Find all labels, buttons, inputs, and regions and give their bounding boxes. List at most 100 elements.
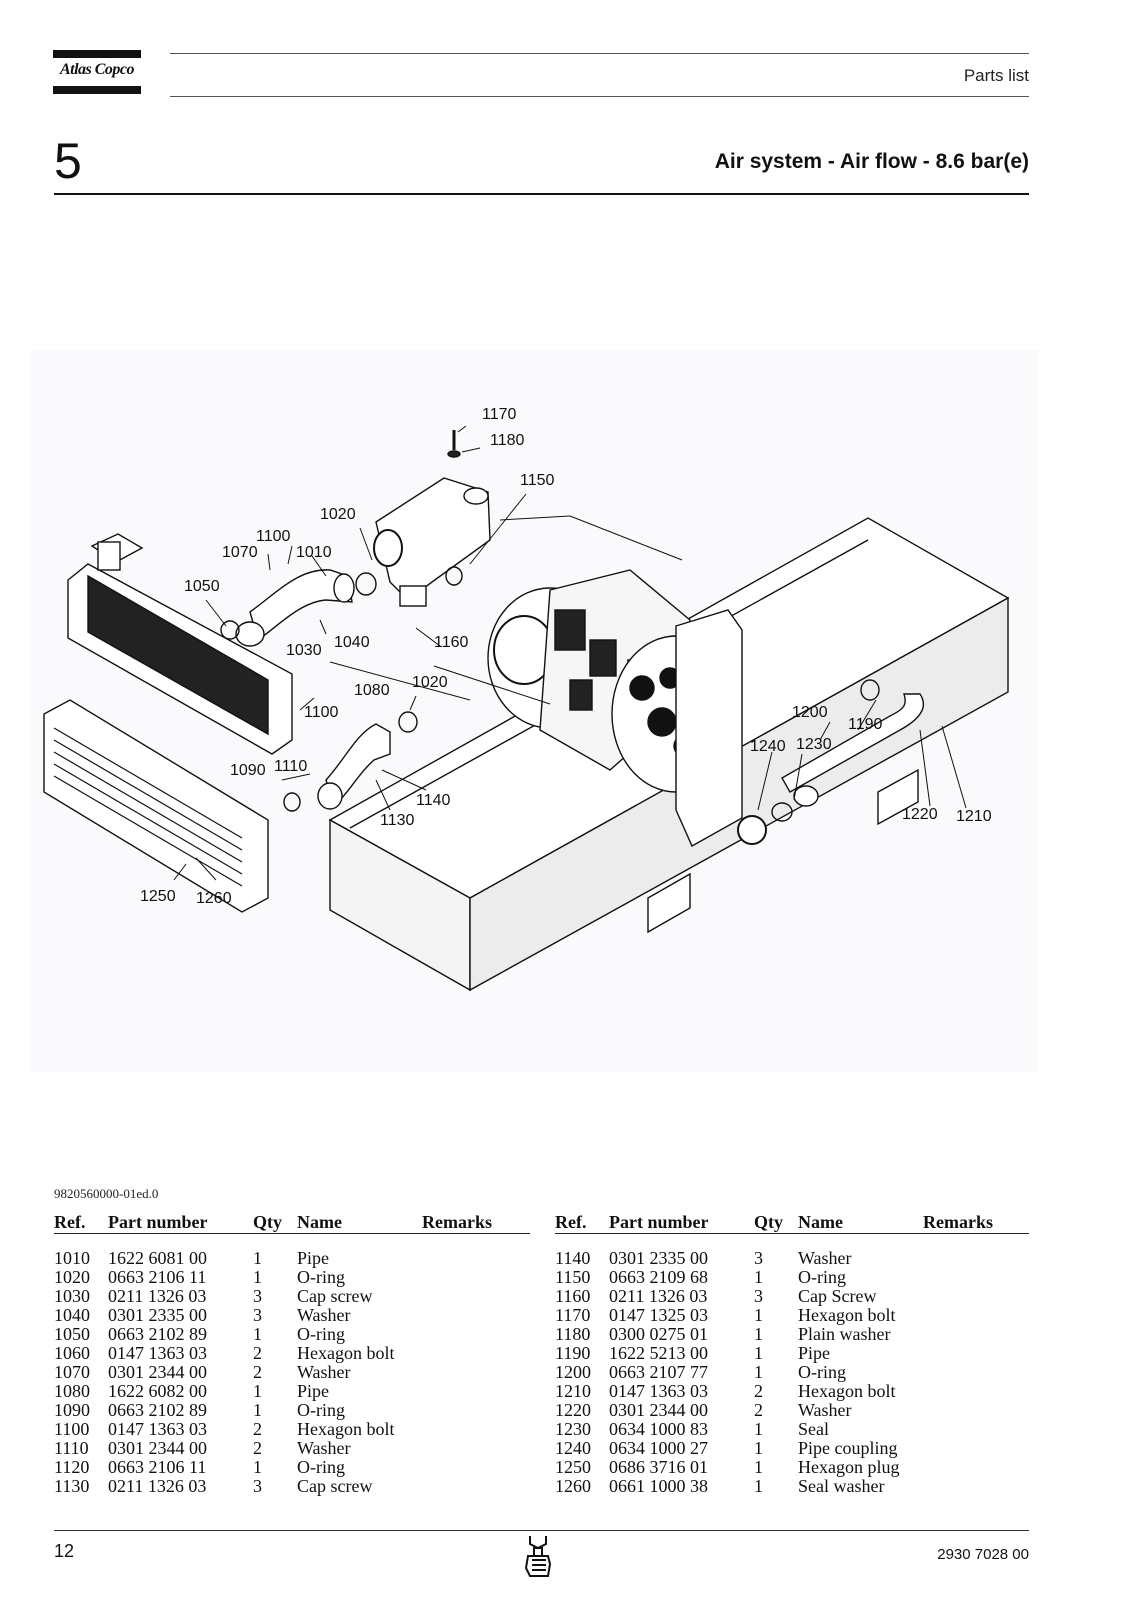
ref-cell: 1140 <box>555 1248 591 1268</box>
ref-cell: 1250 <box>555 1457 591 1477</box>
part-number-cell: 0211 1326 03 <box>108 1286 207 1306</box>
logo-bottom-bar <box>53 86 141 94</box>
name-cell: Washer <box>297 1305 351 1325</box>
header-rule-top <box>170 53 1029 54</box>
name-cell: Washer <box>798 1248 852 1268</box>
ref-cell: 1050 <box>54 1324 90 1344</box>
header-part-number: Part number <box>609 1212 709 1232</box>
callout-1230: 1230 <box>796 736 832 753</box>
page-number: 12 <box>54 1541 75 1561</box>
wrench-hand-icon <box>524 1536 552 1577</box>
name-cell: O-ring <box>297 1267 345 1287</box>
callout-1150: 1150 <box>520 472 555 489</box>
callout-1200: 1200 <box>792 704 828 721</box>
ref-cell: 1210 <box>555 1381 591 1401</box>
callout-1240: 1240 <box>750 738 786 755</box>
part-number-cell: 1622 5213 00 <box>609 1343 708 1363</box>
table-header: Ref. Part number Qty Name Remarks <box>54 1212 530 1234</box>
ref-cell: 1090 <box>54 1400 90 1420</box>
section-title: Air system - Air flow - 8.6 bar(e) <box>714 150 1029 173</box>
document-reference: 9820560000-01ed.0 <box>54 1186 159 1201</box>
name-cell: Washer <box>297 1438 351 1458</box>
callout-1180: 1180 <box>490 432 525 449</box>
name-cell: O-ring <box>297 1324 345 1344</box>
ref-cell: 1070 <box>54 1362 90 1382</box>
part-number-cell: 0211 1326 03 <box>108 1476 207 1496</box>
document-number: 2930 7028 00 <box>937 1546 1029 1563</box>
qty-cell: 1 <box>754 1476 763 1496</box>
name-cell: Pipe coupling <box>798 1438 898 1458</box>
callout-1040: 1040 <box>334 634 370 651</box>
name-cell: Washer <box>798 1400 852 1420</box>
qty-cell: 1 <box>253 1267 262 1287</box>
part-number-cell: 0147 1325 03 <box>609 1305 708 1325</box>
qty-cell: 1 <box>754 1324 763 1344</box>
header-name: Name <box>798 1212 843 1232</box>
part-number-cell: 0686 3716 01 <box>609 1457 708 1477</box>
part-number-cell: 0663 2102 89 <box>108 1400 207 1420</box>
part-number-cell: 0634 1000 27 <box>609 1438 708 1458</box>
ref-cell: 1040 <box>54 1305 90 1325</box>
name-cell: Cap screw <box>297 1286 373 1306</box>
qty-cell: 1 <box>253 1400 262 1420</box>
exploded-view-drawing: 1170 1180 1150 1020 1100 1070 1010 1050 … <box>30 350 1038 1072</box>
ref-cell: 1180 <box>555 1324 591 1344</box>
callout-1050: 1050 <box>184 578 220 595</box>
ref-cell: 1150 <box>555 1267 591 1287</box>
qty-cell: 3 <box>754 1286 763 1306</box>
header-rule-bottom <box>170 96 1029 97</box>
atlas-copco-logo: Atlas Copco <box>53 50 141 94</box>
qty-cell: 1 <box>253 1248 262 1268</box>
qty-cell: 2 <box>253 1438 262 1458</box>
header-qty: Qty <box>754 1212 783 1232</box>
name-cell: Pipe <box>798 1343 831 1363</box>
ref-cell: 1030 <box>54 1286 90 1306</box>
callout-1260: 1260 <box>196 890 232 907</box>
name-cell: Cap Screw <box>798 1286 877 1306</box>
callout-1100: 1100 <box>256 528 291 545</box>
qty-cell: 2 <box>253 1343 262 1363</box>
qty-cell: 2 <box>253 1419 262 1439</box>
ref-cell: 1170 <box>555 1305 591 1325</box>
qty-cell: 1 <box>754 1457 763 1477</box>
callout-1190: 1190 <box>848 716 883 733</box>
name-cell: Hexagon bolt <box>798 1381 896 1401</box>
callout-1070: 1070 <box>222 544 258 561</box>
name-cell: Washer <box>297 1362 351 1382</box>
part-number-cell: 0634 1000 83 <box>609 1419 708 1439</box>
callout-1100-lower: 1100 <box>304 704 339 721</box>
name-cell: Plain washer <box>798 1324 891 1344</box>
table-row: 1250 0686 3716 01 1 Hexagon plug <box>555 1458 1029 1477</box>
part-number-cell: 0147 1363 03 <box>609 1381 708 1401</box>
part-number-cell: 1622 6081 00 <box>108 1248 207 1268</box>
ref-cell: 1080 <box>54 1381 90 1401</box>
name-cell: O-ring <box>798 1362 846 1382</box>
qty-cell: 1 <box>253 1381 262 1401</box>
header-ref: Ref. <box>54 1212 86 1232</box>
qty-cell: 1 <box>754 1438 763 1458</box>
table-header: Ref. Part number Qty Name Remarks <box>555 1212 1029 1234</box>
name-cell: Seal washer <box>798 1476 885 1496</box>
name-cell: Pipe <box>297 1381 330 1401</box>
name-cell: Hexagon plug <box>798 1457 900 1477</box>
